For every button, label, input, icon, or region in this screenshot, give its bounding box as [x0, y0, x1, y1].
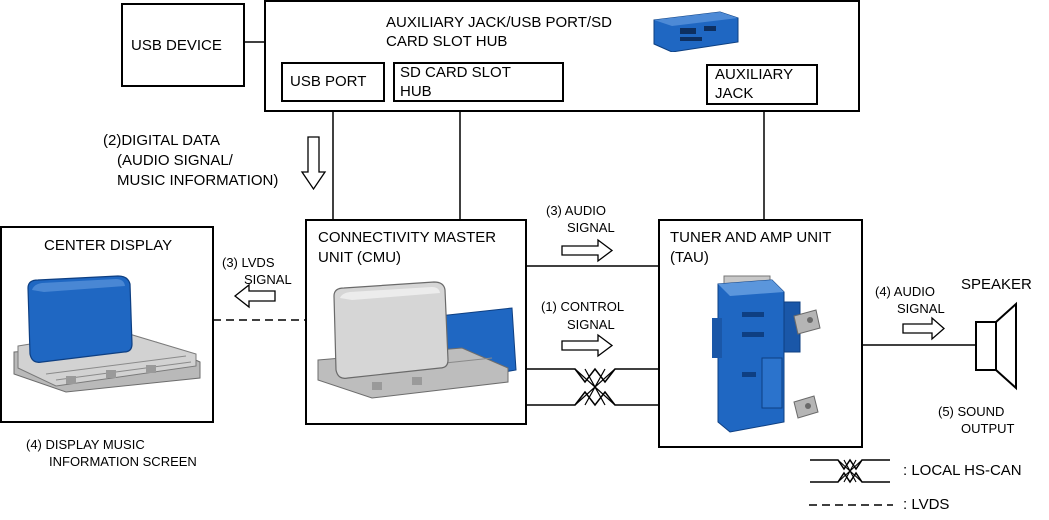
control-signal-line1: (1) CONTROL — [541, 299, 625, 314]
digital-data-line1: (2)DIGITAL DATA — [103, 132, 220, 149]
digital-data-line3: MUSIC INFORMATION) — [117, 172, 279, 189]
speaker-icon — [975, 301, 1017, 391]
display-screen-line2: INFORMATION SCREEN — [49, 454, 197, 469]
audio4-signal-line1: (4) AUDIO — [875, 284, 935, 299]
sound-output-line2: OUTPUT — [961, 421, 1015, 436]
tau-label-line1: TUNER AND AMP UNIT — [670, 229, 832, 246]
lvds-signal-line1: (3) LVDS — [222, 255, 275, 270]
audio4-signal-line2: SIGNAL — [897, 301, 945, 316]
cmu-label-line1: CONNECTIVITY MASTER — [318, 229, 497, 246]
usb-device-box — [121, 3, 245, 87]
cmu-label-line2: UNIT (CMU) — [318, 249, 402, 266]
legend-lvds-label: : LVDS — [903, 496, 950, 513]
control-signal-line2: SIGNAL — [567, 317, 615, 332]
sd-label-line2: HUB — [400, 83, 432, 100]
digital-data-line2: (AUDIO SIGNAL/ — [117, 152, 233, 169]
usb-port-label: USB PORT — [290, 73, 367, 90]
display-screen-line1: (4) DISPLAY MUSIC — [26, 437, 145, 452]
sound-output-line1: (5) SOUND — [938, 404, 1005, 419]
center-display-image — [13, 275, 201, 393]
speaker-label: SPEAKER — [961, 276, 1032, 293]
audio3-signal-line1: (3) AUDIO — [546, 203, 606, 218]
aux-label-line2: JACK — [715, 85, 754, 102]
hub-title-line2: CARD SLOT HUB — [386, 33, 508, 50]
audio3-signal-line2: SIGNAL — [567, 220, 615, 235]
legend-hs-can-icon — [810, 458, 890, 484]
aux-label-line1: AUXILIARY — [715, 66, 794, 83]
tau-label-line2: (TAU) — [670, 249, 709, 266]
legend-hs-can-label: : LOCAL HS-CAN — [903, 462, 1022, 479]
cmu-image — [317, 281, 517, 399]
center-display-label: CENTER DISPLAY — [44, 237, 173, 254]
aux-jack-box — [706, 64, 818, 105]
sd-card-slot-box — [393, 62, 564, 102]
usb-device-label: USB DEVICE — [131, 37, 222, 54]
lvds-signal-line2: SIGNAL — [244, 272, 292, 287]
usb-port-box — [281, 62, 385, 102]
hub-unit-image — [653, 11, 739, 52]
legend-lvds-icon — [809, 504, 893, 506]
tau-image — [712, 275, 821, 433]
sd-label-line1: SD CARD SLOT — [400, 64, 511, 81]
hub-title-line1: AUXILIARY JACK/USB PORT/SD — [386, 14, 612, 31]
